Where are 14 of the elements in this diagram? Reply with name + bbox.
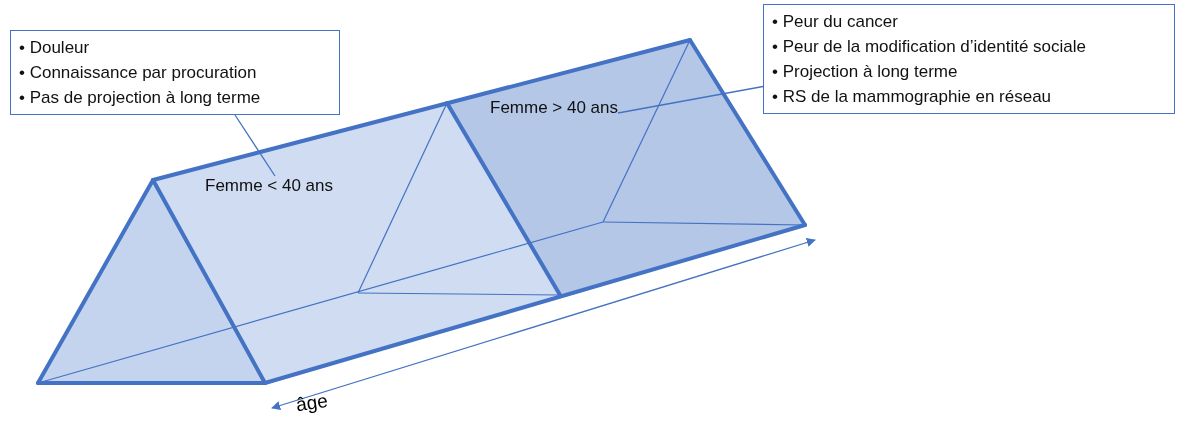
leader-line [617, 85, 764, 114]
bullet-item: • Projection à long terme [772, 61, 959, 83]
axis-label: âge [294, 389, 330, 417]
bullet-item: • RS de la mammographie en réseau [772, 86, 1053, 108]
bullet-item: • Peur de la modification d’identité sociale [772, 36, 1088, 58]
bullet-item: • Pas de projection à long terme [19, 87, 262, 109]
callout-box [10, 30, 340, 115]
group-label: Femme < 40 ans [205, 176, 334, 196]
callout-box [763, 4, 1175, 114]
bullet-item: • Douleur [19, 37, 91, 59]
bullet-item: • Connaissance par procuration [19, 62, 258, 84]
leader-line [234, 114, 276, 177]
bullet-item: • Peur du cancer [772, 11, 899, 33]
group-label: Femme > 40 ans [490, 98, 619, 118]
